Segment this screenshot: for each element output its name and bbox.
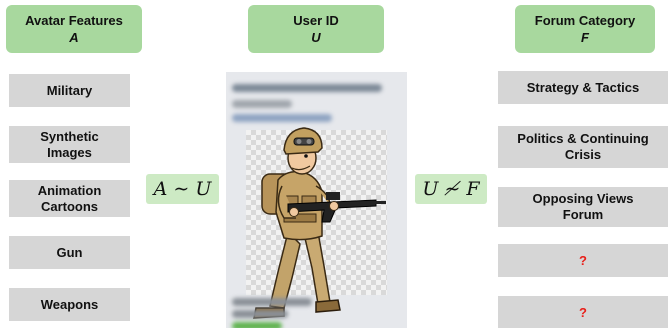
header-user-letter: U [311, 30, 321, 45]
profile-badge-blur [232, 322, 282, 328]
forum-category-opposing-views: Opposing Views Forum [498, 187, 668, 227]
profile-subtitle-blur [232, 114, 332, 122]
profile-join-date-blur [232, 298, 312, 306]
header-avatar-title: Avatar Features [25, 13, 123, 28]
header-forum-title: Forum Category [534, 13, 636, 28]
relation-a-similar-u: A ∼ U [146, 174, 219, 204]
profile-username-blur [232, 84, 382, 92]
user-profile-card [226, 72, 407, 328]
header-forum-letter: F [581, 30, 589, 45]
relation-u-not-similar-f: U ≁ F [415, 174, 487, 204]
header-avatar-features: Avatar Features A [6, 5, 142, 53]
header-user-id: User ID U [248, 5, 384, 53]
avatar-feature-synthetic-images: Synthetic Images [9, 126, 130, 163]
forum-category-unknown-2: ? [498, 296, 668, 328]
forum-category-politics-crisis: Politics & Continuing Crisis [498, 126, 668, 168]
avatar-feature-weapons: Weapons [9, 288, 130, 321]
header-user-title: User ID [293, 13, 339, 28]
profile-location-blur [232, 310, 288, 318]
avatar-feature-animation-cartoons: Animation Cartoons [9, 180, 130, 217]
forum-category-strategy-tactics: Strategy & Tactics [498, 71, 668, 104]
profile-rank-blur [232, 100, 292, 108]
forum-category-unknown-1: ? [498, 244, 668, 277]
soldier-avatar-icon [253, 127, 386, 319]
header-avatar-letter: A [69, 30, 79, 45]
avatar-feature-military: Military [9, 74, 130, 107]
header-forum-category: Forum Category F [515, 5, 655, 53]
avatar-feature-gun: Gun [9, 236, 130, 269]
